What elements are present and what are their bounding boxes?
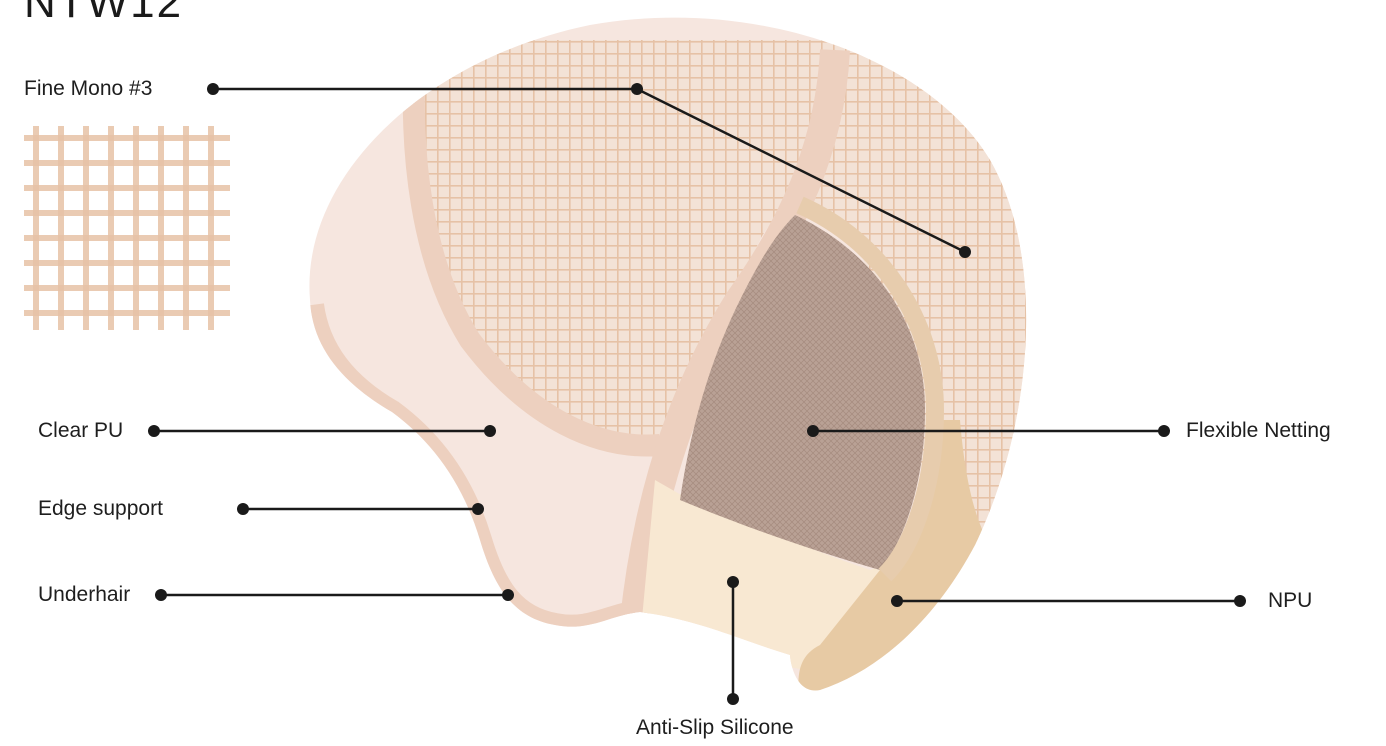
label-underhair: Underhair bbox=[38, 583, 130, 607]
label-clear-pu: Clear PU bbox=[38, 419, 123, 443]
label-fine-mono: Fine Mono #3 bbox=[24, 77, 152, 101]
label-edge-support: Edge support bbox=[38, 497, 163, 521]
label-npu: NPU bbox=[1268, 589, 1312, 613]
leader-edge-support bbox=[237, 503, 484, 515]
label-anti-slip-silicone: Anti-Slip Silicone bbox=[636, 716, 794, 740]
leader-npu bbox=[891, 595, 1246, 607]
leader-underhair bbox=[155, 589, 514, 601]
label-flexible-netting: Flexible Netting bbox=[1186, 419, 1331, 443]
